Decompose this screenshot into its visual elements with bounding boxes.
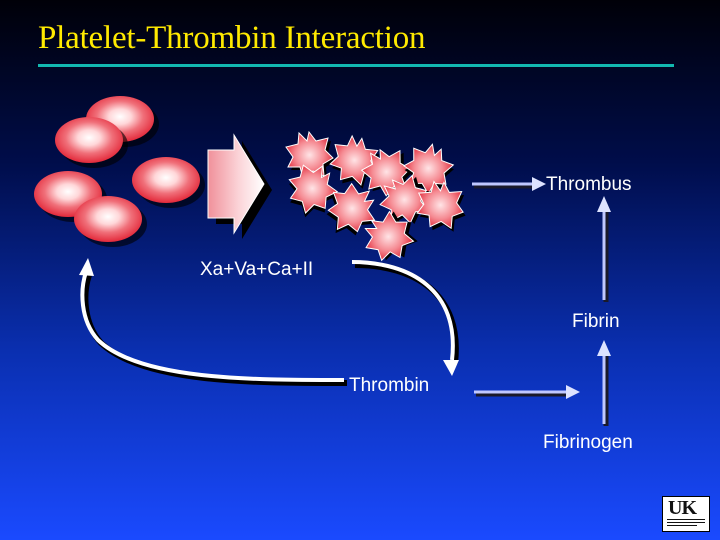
logo-line	[667, 522, 705, 523]
arrow-fibrinogen-to-fibrin	[597, 340, 611, 426]
resting-platelets	[34, 96, 205, 247]
logo-text: UK	[668, 497, 697, 519]
logo-line	[667, 525, 697, 526]
activated-platelets	[279, 130, 471, 271]
resting-platelet	[74, 196, 147, 247]
resting-platelet	[55, 117, 128, 168]
arrow-fibrin-to-thrombus	[597, 196, 611, 302]
resting-platelet	[132, 157, 205, 208]
university-logo: UK	[662, 496, 710, 532]
arrow-thrombin-to-platelets	[79, 258, 348, 386]
thrombus-label: Thrombus	[546, 174, 632, 195]
slide-title: Platelet-Thrombin Interaction	[38, 20, 426, 56]
title-divider	[38, 64, 674, 67]
arrow-to-thrombus	[472, 177, 546, 191]
logo-line	[667, 519, 705, 520]
thrombin-label: Thrombin	[349, 375, 430, 396]
arrow-prothrombinase-to-thrombin	[351, 260, 459, 376]
arrow-thrombin-to-fibrinogen	[474, 385, 580, 399]
cofactors-label: Xa+Va+Ca+II	[200, 259, 314, 280]
fibrinogen-label: Fibrinogen	[543, 432, 633, 453]
activation-arrow	[207, 133, 272, 239]
fibrin-label: Fibrin	[572, 311, 620, 332]
